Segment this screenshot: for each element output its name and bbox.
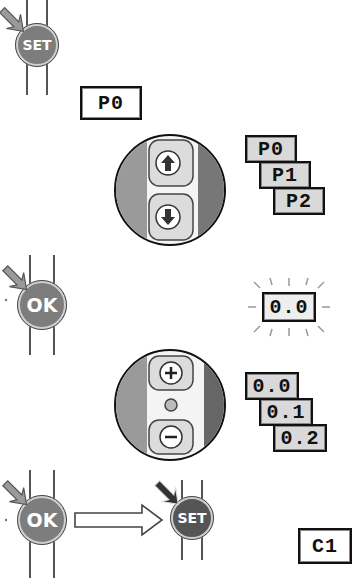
button-label: OK [27,294,58,316]
display-readout: 0.2 [280,427,319,450]
dot-mark [5,299,7,521]
lcd-display: P0 [80,86,142,120]
set-button: SET [170,496,214,540]
display-readout: P1 [272,164,298,187]
flashing-display: 0.0 [262,292,316,322]
display-readout: 0.0 [269,296,308,319]
button-label: OK [27,509,58,531]
lcd-display: P1 [259,161,311,189]
lcd-display: P0 [245,135,297,163]
button-label: SET [22,37,51,53]
display-readout: 0.0 [252,375,291,398]
set-button: SET [15,23,59,67]
ok-button: OK [17,495,67,545]
display-readout: C1 [312,535,338,558]
display-readout: P2 [286,190,312,213]
lcd-display: 0.0 [245,372,299,400]
display-readout: P0 [98,92,124,115]
lcd-display: 0.2 [273,424,327,452]
updown-keypad [115,130,228,250]
display-readout: 0.1 [266,401,305,424]
flow-arrow [75,505,162,535]
button-label: SET [177,510,206,526]
lcd-display: P2 [273,187,325,215]
lcd-display: 0.1 [259,398,313,426]
ok-button: OK [17,280,67,330]
display-readout: P0 [258,138,284,161]
plusminus-keypad [115,345,234,465]
lcd-display: C1 [298,528,352,564]
flashing-marks [248,278,330,336]
